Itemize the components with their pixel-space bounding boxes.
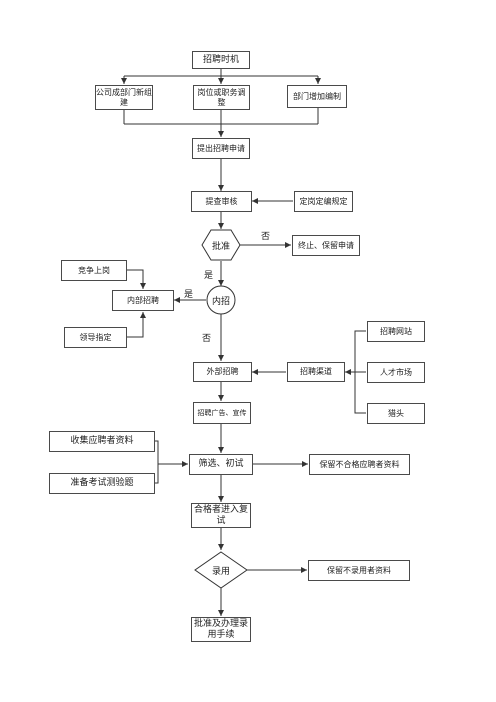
node-collect: 收集应聘者资料	[49, 431, 155, 452]
label-internal-yes-top: 是	[204, 271, 214, 281]
internal-circle	[206, 285, 236, 315]
node-internal: 内招	[211, 296, 230, 307]
node-post-change: 岗位或职务调整	[193, 85, 250, 110]
node-market: 人才市场	[367, 362, 425, 383]
node-keep-reject: 保留不录用者资料	[308, 560, 410, 581]
label-internal-no: 否	[202, 334, 212, 344]
node-channel: 招聘渠道	[287, 362, 345, 382]
node-final: 批准及办理录用手续	[191, 617, 251, 642]
node-apply: 提出招聘申请	[192, 138, 250, 159]
connector	[155, 440, 159, 464]
node-timing: 招聘时机	[192, 51, 250, 69]
node-dept-new: 公司成部门新组建	[95, 85, 153, 110]
connector	[127, 269, 146, 289]
label-approve-no: 否	[261, 232, 271, 242]
node-exam: 准备考试测验题	[49, 473, 155, 494]
node-leader: 领导指定	[64, 327, 127, 348]
connector	[155, 464, 159, 484]
node-hire: 录用	[211, 566, 230, 577]
node-external: 外部招聘	[193, 362, 252, 382]
node-dept-staff: 部门增加编制	[287, 85, 347, 108]
node-internal-recruit: 内部招聘	[112, 290, 174, 311]
node-quota: 定岗定编规定	[294, 191, 353, 212]
node-keep-fail: 保留不合格应聘者资料	[309, 454, 410, 475]
node-stop: 终止、保留申请	[292, 235, 360, 256]
node-approve: 批准	[211, 241, 230, 252]
node-screen: 筛选、初试	[189, 454, 253, 475]
node-review: 提查审核	[191, 191, 252, 212]
connector	[127, 312, 146, 338]
approve-hexagon	[201, 229, 241, 261]
hire-diamond	[194, 551, 248, 589]
node-compete: 竞争上岗	[61, 260, 127, 281]
label-internal-yes-left: 是	[184, 290, 194, 300]
node-advert: 招聘广告、宣传	[193, 402, 251, 424]
node-headhunter: 猎头	[367, 403, 425, 424]
node-site: 招聘网站	[367, 321, 425, 342]
node-retest: 合格者进入复试	[191, 503, 251, 528]
